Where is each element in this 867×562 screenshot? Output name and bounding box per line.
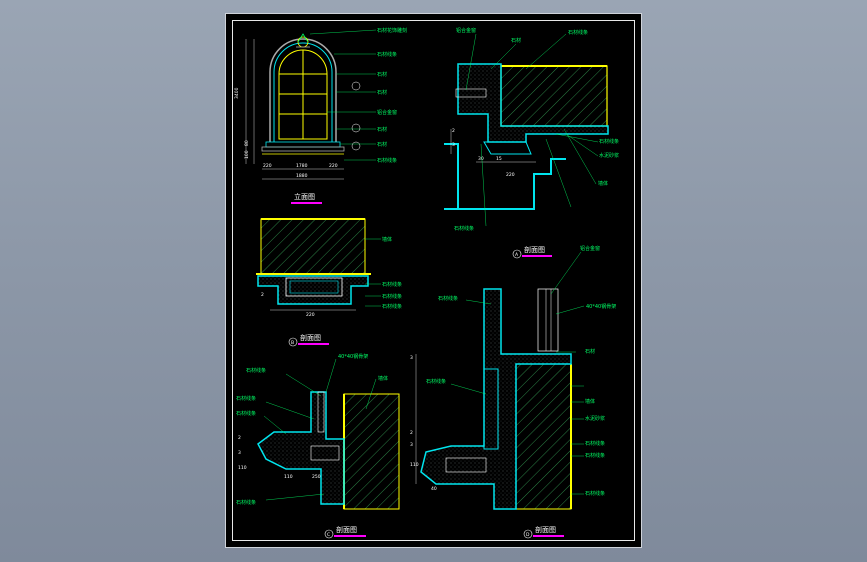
elev-label: 石材 [377,141,387,148]
elev-label: 石材 [377,126,387,133]
sec-d-label: 石材 [585,348,595,355]
sec-c-dim: 2 [238,435,241,441]
sec-a-label: 石材线条 [568,29,588,36]
sec-d-label: 铝合金窗 [580,245,600,252]
sec-d-dim: 3 [410,355,413,361]
section-c-marker: C [327,532,330,538]
sec-d-label: 石材线条 [438,295,458,302]
cad-drawing: 3400 80 100 220 1780 220 1880 石材花饰雕 [234,27,619,539]
elev-width-dim-2: 1780 [296,163,308,169]
sec-b-label: 石材线条 [382,281,402,288]
elevation-labels: 石材花饰雕刻 石材线条 石材 石材 铝合金窗 石材 石材 石材线条 [377,27,407,164]
section-c-title: 剖面图 [336,525,357,534]
section-marker-icon [324,529,334,539]
sec-d-label: 40*40钢骨架 [586,303,616,310]
elev-label: 石材花饰雕刻 [377,27,407,34]
sec-a-dim: 220 [506,172,515,178]
elevation-view: 3400 80 100 220 1780 220 1880 石材花饰雕 [234,27,407,204]
sec-c-label: 墙体 [378,375,388,382]
sec-d-label: 石材线条 [585,452,605,459]
sec-a-label: 石材线条 [454,225,474,232]
section-b-view: 220 2 墙体 石材线条 石材线条 石材线条 B 剖面图 [256,218,402,347]
sec-c-label: 40*40钢骨架 [338,353,368,360]
sec-b-label: 墙体 [382,236,392,243]
sec-a-label: 铝合金窗 [456,27,476,34]
sec-a-label: 水泥砂浆 [599,152,619,159]
elev-width-dim-1: 220 [263,163,272,169]
section-a-marker: A [515,252,519,258]
section-c-view: 2 3 110 110 250 石材线条 40*40钢骨架 墙体 石材线条 石材… [236,353,400,539]
elev-height-dim-3: 100 [244,150,250,159]
elev-overall-dim: 1880 [296,173,308,179]
sec-d-dim: 110 [410,462,419,468]
sec-c-label: 石材线条 [236,395,256,402]
sec-d-dim: 3 [410,442,413,448]
elev-label: 石材线条 [377,51,397,58]
elev-label: 石材 [377,71,387,78]
sec-d-label: 石材线条 [426,378,446,385]
sec-a-label: 石材线条 [599,138,619,145]
section-d-title: 剖面图 [535,525,556,534]
sec-c-label: 石材线条 [236,499,256,506]
sec-c-dim: 250 [312,474,321,480]
elev-label: 铝合金窗 [377,109,397,116]
sec-b-label: 石材线条 [382,293,402,300]
section-marker-icon [512,249,522,259]
sec-d-label: 墙体 [585,398,595,405]
ornament-icon [296,33,310,48]
sec-d-label: 石材线条 [585,440,605,447]
detail-tag-icon [351,81,361,91]
sec-c-dim: 110 [238,465,247,471]
sec-c-dim: 3 [238,450,241,456]
sec-a-label: 墙体 [598,180,608,187]
sheet-frame [232,20,635,541]
sec-c-label: 石材线条 [246,367,266,374]
drawing-sheet: 3400 80 100 220 1780 220 1880 石材花饰雕 [225,13,642,548]
sec-a-dim: 30 [478,156,484,162]
section-d-marker: D [526,532,530,538]
elev-label: 石材线条 [377,157,397,164]
section-b-title: 剖面图 [300,333,321,342]
detail-tag-icon [351,141,361,151]
detail-tag-icon [351,123,361,133]
section-marker-icon [288,337,298,347]
sec-b-dim: 2 [261,292,264,298]
section-d-view: 3 2 3 110 40 铝合金窗 石材线条 石材 石材线条 墙体 [410,245,616,539]
elev-height-dim-1: 3400 [234,87,240,99]
elev-width-dim-3: 220 [329,163,338,169]
sec-c-dim: 110 [284,474,293,480]
sec-a-dim: 2 [452,128,455,134]
sec-c-label: 石材线条 [236,410,256,417]
section-marker-icon [523,529,533,539]
elev-height-dim-2: 80 [244,140,250,146]
sec-a-dim: 3 [452,142,455,148]
sec-a-dim: 15 [496,156,502,162]
elevation-title: 立面图 [294,192,315,201]
section-a-title: 剖面图 [524,245,545,254]
section-b-marker: B [291,340,294,346]
sec-d-label: 水泥砂浆 [585,415,605,422]
sec-b-dim: 220 [306,312,315,318]
sec-d-dim: 40 [431,486,437,492]
section-a-view: 2 3 30 15 220 铝合金窗 石材 石材线条 石材线条 水泥砂浆 墙体 [444,27,619,259]
elev-label: 石材 [377,89,387,96]
sec-a-label: 石材 [511,37,521,44]
sec-d-dim: 2 [410,430,413,436]
sec-b-label: 石材线条 [382,303,402,310]
sec-d-label: 石材线条 [585,490,605,497]
